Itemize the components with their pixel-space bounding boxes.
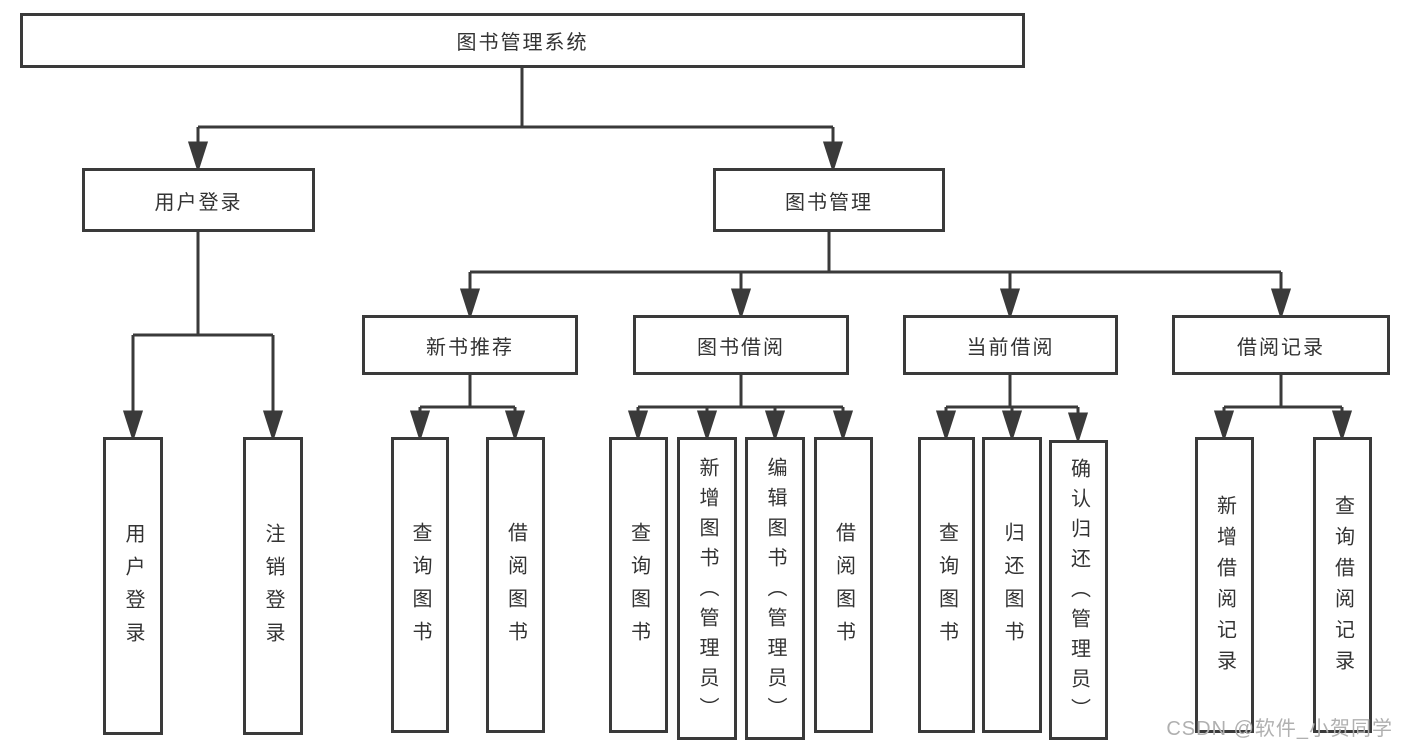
leaf-cb-query-books: 查询图书 xyxy=(918,437,975,733)
node-book-management: 图书管理 xyxy=(713,168,945,232)
node-root: 图书管理系统 xyxy=(20,13,1025,68)
connector-user-login-children xyxy=(122,232,284,442)
leaf-bb-edit-books-admin: 编辑图书（管理员） xyxy=(745,437,805,740)
connector-new-book-children xyxy=(409,375,526,442)
leaf-cb-confirm-return-admin: 确认归还（管理员） xyxy=(1049,440,1108,740)
leaf-br-add-borrow-record: 新增借阅记录 xyxy=(1195,437,1254,733)
connector-book-management-children xyxy=(459,232,1292,320)
leaf-cb-return-books: 归还图书 xyxy=(982,437,1042,733)
node-new-book-recommend: 新书推荐 xyxy=(362,315,578,375)
node-borrow-records: 借阅记录 xyxy=(1172,315,1390,375)
leaf-bb-add-books-admin: 新增图书（管理员） xyxy=(677,437,737,740)
connector-borrow-records-children xyxy=(1213,375,1353,442)
node-current-borrow: 当前借阅 xyxy=(903,315,1118,375)
leaf-user-login: 用户登录 xyxy=(103,437,163,735)
watermark: CSDN @软件_小贺同学 xyxy=(1166,718,1393,740)
leaf-logout: 注销登录 xyxy=(243,437,303,735)
node-user-login: 用户登录 xyxy=(82,168,315,232)
connector-book-borrow-children xyxy=(627,375,854,442)
connector-current-borrow-children xyxy=(935,375,1089,444)
node-book-borrow: 图书借阅 xyxy=(633,315,849,375)
leaf-nb-borrow-books: 借阅图书 xyxy=(486,437,545,733)
leaf-bb-borrow-books: 借阅图书 xyxy=(814,437,873,733)
leaf-bb-query-books: 查询图书 xyxy=(609,437,668,733)
connector-root-to-level2 xyxy=(187,68,844,173)
leaf-br-query-borrow-record: 查询借阅记录 xyxy=(1313,437,1372,733)
leaf-nb-query-books: 查询图书 xyxy=(391,437,449,733)
